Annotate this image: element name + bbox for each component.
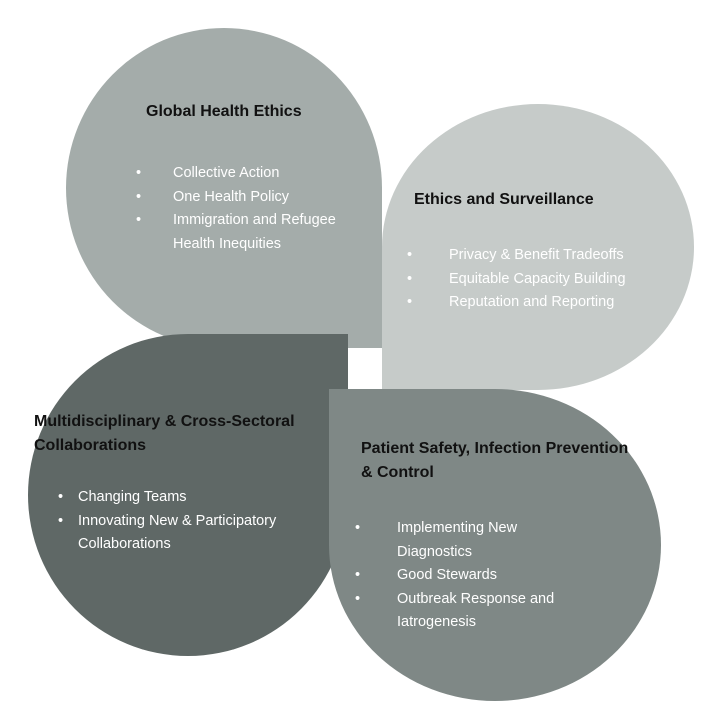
list-item: Immigration and Refugee Health Inequitie…: [136, 209, 336, 256]
bullet-list: Implementing New Diagnostics Good Stewar…: [355, 517, 595, 635]
petal-title: Multidisciplinary & Cross-Sectoral Colla…: [34, 413, 295, 454]
petal-title: Patient Safety, Infection Prevention & C…: [361, 440, 629, 481]
list-item: Good Stewards: [355, 564, 595, 588]
list-item: Innovating New & Participatory Collabora…: [58, 510, 328, 557]
list-item: Privacy & Benefit Tradeoffs: [407, 244, 687, 268]
bullet-list: Changing Teams Innovating New & Particip…: [58, 486, 328, 557]
list-item: Equitable Capacity Building: [407, 268, 687, 292]
bullet-list: Privacy & Benefit Tradeoffs Equitable Ca…: [407, 244, 687, 315]
list-item: One Health Policy: [136, 186, 336, 210]
list-item: Implementing New Diagnostics: [355, 517, 595, 564]
bullet-list: Collective Action One Health Policy Immi…: [136, 162, 336, 256]
list-item: Outbreak Response and Iatrogenesis: [355, 588, 595, 635]
list-item: Reputation and Reporting: [407, 291, 687, 315]
list-item: Changing Teams: [58, 486, 328, 510]
petal-multidisciplinary-collaborations: Multidisciplinary & Cross-Sectoral Colla…: [28, 334, 348, 656]
list-item: Collective Action: [136, 162, 336, 186]
petal-global-health-ethics: Global Health Ethics Collective Action O…: [66, 28, 382, 348]
petal-title: Global Health Ethics: [146, 103, 302, 120]
petal-patient-safety: Patient Safety, Infection Prevention & C…: [329, 389, 661, 701]
petal-ethics-surveillance: Ethics and Surveillance Privacy & Benefi…: [382, 104, 694, 390]
petal-title: Ethics and Surveillance: [414, 191, 594, 208]
